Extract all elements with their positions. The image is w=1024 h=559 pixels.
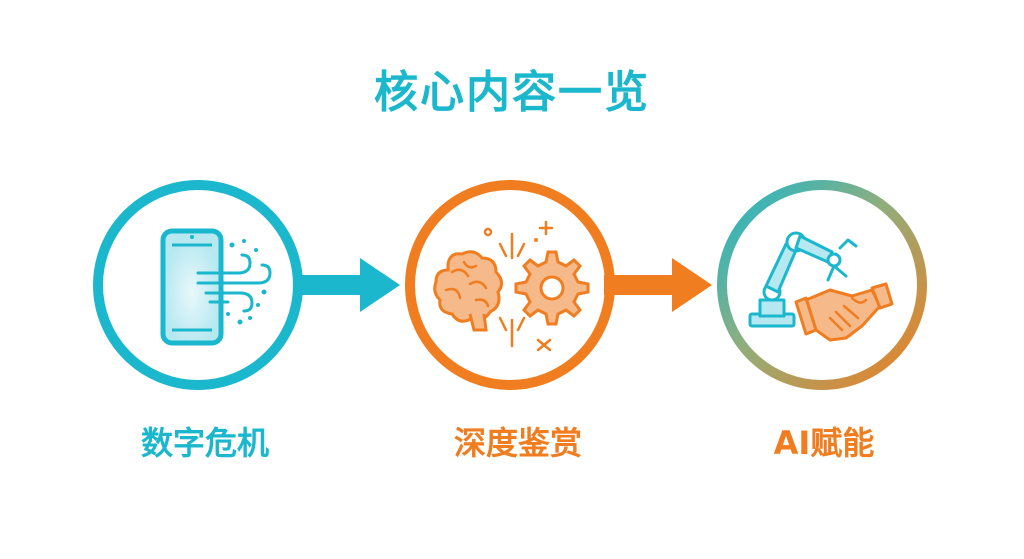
step-3-circle xyxy=(717,180,927,390)
robot-arm-handshake-icon xyxy=(748,231,894,342)
brain-gear-icon xyxy=(433,220,590,352)
arrow-2 xyxy=(604,258,712,312)
step-2-circle xyxy=(405,180,615,390)
step-label-deep-appreciation: 深度鉴赏 xyxy=(453,424,582,462)
step-label-ai-empowerment: AI赋能 xyxy=(773,424,875,462)
arrow-1 xyxy=(296,258,400,312)
step-label-digital-crisis: 数字危机 xyxy=(140,424,269,462)
phone-wind-icon xyxy=(160,228,272,346)
step-1-circle xyxy=(93,180,303,390)
page-title: 核心内容一览 xyxy=(374,67,650,118)
